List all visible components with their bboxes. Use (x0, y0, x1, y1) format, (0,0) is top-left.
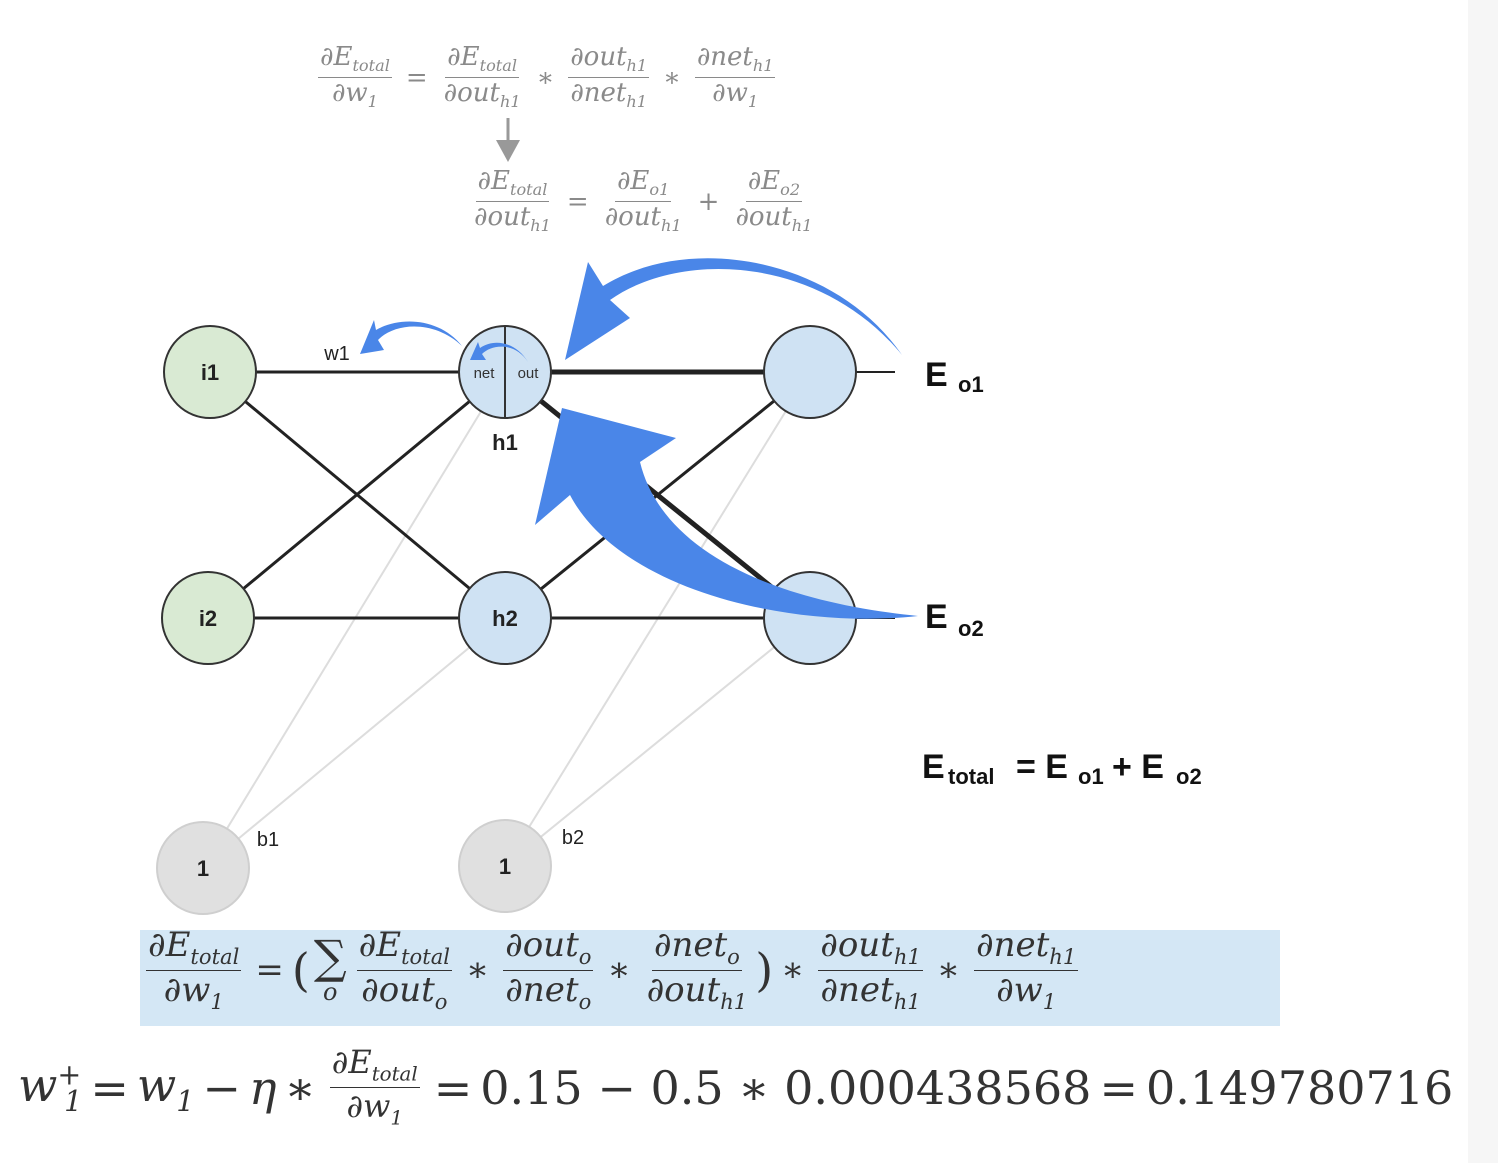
node-h1-caption: h1 (492, 430, 518, 455)
h1-out-label: out (518, 365, 540, 382)
weight-connections (207, 369, 895, 620)
lhs-fraction: ∂Etotal ∂w1 (318, 42, 392, 112)
node-i1-label: i1 (201, 360, 219, 385)
numeric-expression: 0.15 − 0.5 ∗ 0.000438568 (480, 1060, 1092, 1115)
svg-text:total: total (948, 764, 994, 789)
error-o1-label: E o1 (925, 356, 984, 397)
arrow-eo1-to-h1 (565, 258, 902, 360)
weight-update-equation: w+1 = w1 − η ∗ ∂Etotal ∂w1 = 0.15 − 0.5 … (18, 1043, 1454, 1130)
total-error-equation: E total = E o1 + E o2 (922, 748, 1202, 789)
svg-text:E: E (922, 748, 945, 786)
bias1-label: 1 (197, 856, 209, 881)
svg-text:+ E: + E (1112, 748, 1164, 786)
weight-b2-label: b2 (562, 827, 584, 849)
svg-text:o1: o1 (1078, 764, 1104, 789)
chain-rule-equation: ∂Etotal ∂w1 = ∂Etotal ∂outh1 ∗ ∂outh1 ∂n… (318, 42, 776, 112)
error-sum-equation: ∂Etotal ∂outh1 = ∂Eo1 ∂outh1 + ∂Eo2 ∂out… (474, 166, 813, 236)
svg-text:o2: o2 (958, 616, 984, 641)
sum-symbol: ∑ o (313, 930, 347, 1007)
node-i2 (161, 571, 255, 665)
node-h2-label: h2 (492, 606, 518, 631)
bias2-label: 1 (499, 854, 511, 879)
right-edge-strip (1468, 0, 1498, 1163)
svg-text:o1: o1 (958, 372, 984, 397)
edge-h2-o1 (504, 370, 811, 620)
node-i1 (163, 325, 257, 419)
h1-net-label: net (474, 365, 496, 382)
node-bias2 (458, 819, 552, 913)
svg-text:E: E (925, 598, 948, 636)
svg-text:= E: = E (1016, 748, 1068, 786)
weight-b1-label: b1 (257, 829, 279, 851)
node-o1 (763, 325, 857, 419)
arrow-h1-to-w1 (360, 320, 462, 354)
arrow-eo2-to-h1 (535, 408, 918, 619)
svg-text:E: E (925, 356, 948, 394)
equation-highlight (140, 930, 1280, 1026)
weight-w1-label: w1 (323, 343, 350, 365)
down-arrow-icon (496, 118, 520, 162)
full-gradient-equation: ∂Etotal ∂w1 = ( ∑ o ∂Etotal ∂outo ∗ ∂out… (146, 925, 1079, 1014)
updated-weight-symbol: w+1 (18, 1057, 83, 1118)
backprop-arrows (360, 258, 918, 619)
arrow-out-to-net (470, 342, 528, 362)
numeric-result: 0.149780716 (1146, 1060, 1454, 1115)
error-o2-label: E o2 (925, 598, 984, 641)
node-bias1 (156, 821, 250, 915)
node-i2-label: i2 (199, 606, 217, 631)
svg-text:o2: o2 (1176, 764, 1202, 789)
node-h2 (458, 571, 552, 665)
edge-i2-h1 (207, 370, 506, 620)
